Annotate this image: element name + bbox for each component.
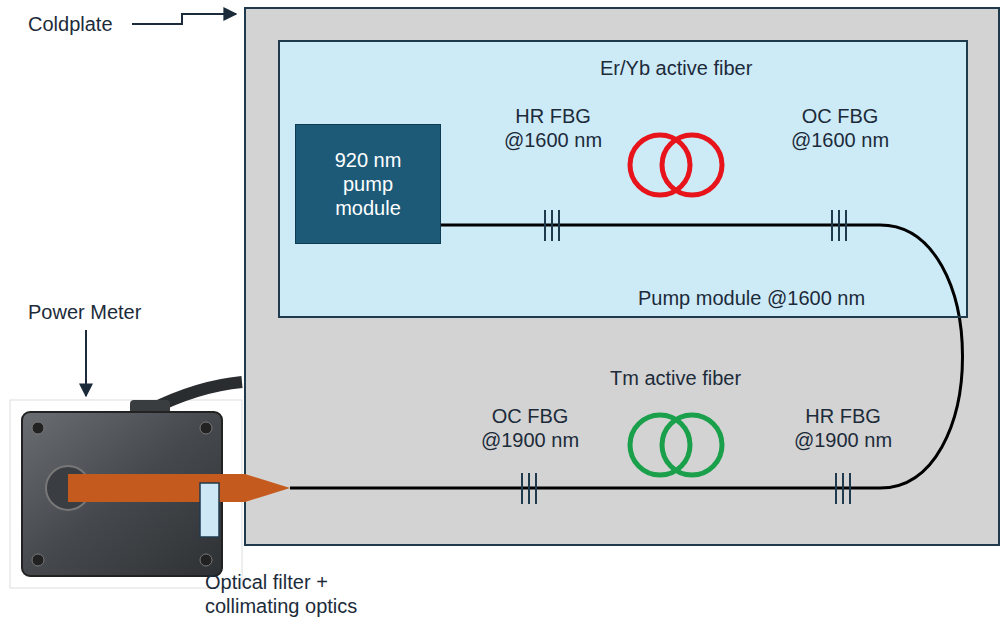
tm-fiber-coil [630, 415, 722, 475]
drawing-part [831, 210, 833, 241]
drawing-part [838, 210, 840, 241]
drawing-part [32, 554, 44, 566]
drawing-part [535, 473, 537, 504]
drawing-part [544, 210, 546, 241]
drawing-part [849, 473, 851, 504]
drawing-part [528, 473, 530, 504]
coldplate-plate [245, 8, 999, 545]
drawing-part [845, 210, 847, 241]
box-label: 920 nm pump module [322, 148, 414, 220]
part-label: Power Meter [28, 300, 141, 324]
fiber-label: Er/Yb active fiber [600, 56, 752, 80]
drawing-part [521, 473, 523, 504]
fbg-label: OC FBG @1600 nm [784, 104, 896, 152]
leader-arrow [132, 14, 236, 24]
fbg-symbol [522, 210, 850, 504]
pump-module-fill [279, 41, 967, 317]
part-label: Coldplate [28, 12, 113, 36]
fbg-label: HR FBG @1900 nm [787, 404, 899, 452]
drawing-part [32, 422, 44, 434]
fbg-label: OC FBG @1900 nm [474, 404, 586, 452]
part-label: Optical filter + collimating optics [205, 570, 395, 618]
drawing-part [835, 473, 837, 504]
drawing-part [200, 422, 212, 434]
drawing-part [551, 210, 553, 241]
drawing-part [662, 415, 722, 475]
eryb-fiber-coil [630, 135, 722, 195]
fiber-line [290, 225, 963, 488]
fbg-label: HR FBG @1600 nm [497, 104, 609, 152]
drawing-part [842, 473, 844, 504]
module-title: Pump module @1600 nm [638, 286, 865, 310]
drawing-part [558, 210, 560, 241]
leader-arrow [85, 330, 87, 396]
drawing-part [200, 554, 212, 566]
pump-module-box: Pump module @1600 nm 920 nm pump module [278, 40, 968, 318]
drawing-part [662, 135, 722, 195]
pump-diode-box: 920 nm pump module [295, 124, 441, 244]
fiber-taper [245, 474, 290, 502]
optical-filter [200, 483, 219, 537]
fiber-label: Tm active fiber [610, 366, 741, 390]
